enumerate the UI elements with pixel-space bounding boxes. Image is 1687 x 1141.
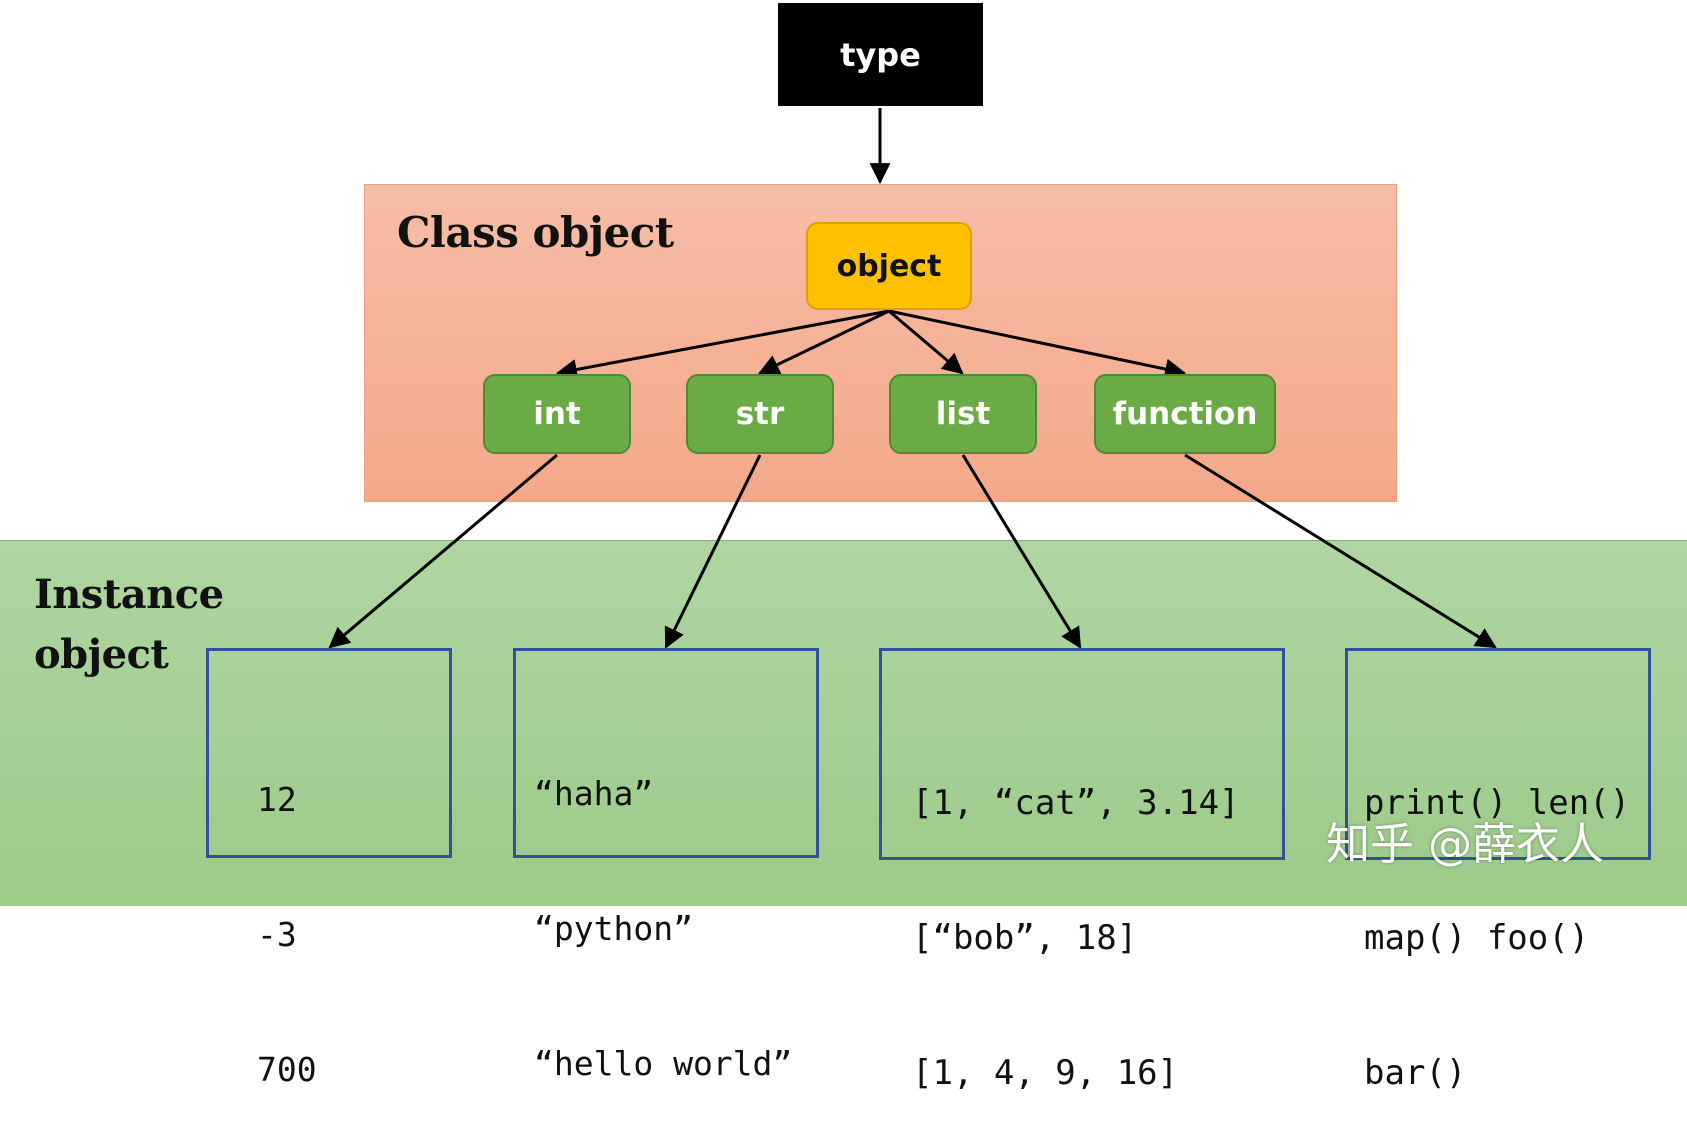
int-instances-box: 12 -3 700 [206,648,452,1089]
arrow-object-to-str [758,309,890,375]
instance-value: -3 [257,915,297,954]
class-object-label: Class object [397,208,674,257]
instance-value: map() foo() [1364,918,1590,958]
object-class-label: object [836,248,942,284]
arrow-str-to-instances [664,454,762,649]
instance-value: [1, 4, 9, 16] [912,1053,1179,1093]
function-class-node: function [1094,374,1276,454]
instance-label-line-2: object [34,631,169,678]
arrow-object-to-function [888,309,1187,380]
arrow-object-to-int [555,309,890,380]
instance-object-label: Instance object [34,565,274,685]
instance-value: bar() [1364,1053,1467,1093]
instance-object-region [0,540,1687,906]
str-instances-box: “haha” “python” “hello world” [513,648,819,1083]
list-class-label: list [935,396,991,432]
list-instances-box: [1, “cat”, 3.14] [“bob”, 18] [1, 4, 9, 1… [879,648,1285,1093]
arrow-function-to-instances [1184,453,1497,649]
instance-label-line-1: Instance [34,571,224,618]
int-class-label: int [533,396,581,432]
object-class-node: object [806,222,972,310]
arrow-object-to-list [888,309,964,375]
type-node: type [778,3,983,106]
arrow-int-to-instances [328,453,558,649]
str-class-node: str [686,374,834,454]
instance-value: “python” [534,909,693,948]
type-node-label: type [840,35,921,74]
instance-value: 12 [257,780,297,819]
instance-value: “hello world” [534,1044,793,1083]
int-class-node: int [483,374,631,454]
instance-value: “haha” [534,774,654,813]
function-class-label: function [1112,396,1258,432]
instance-value: 700 [257,1050,317,1089]
arrow-list-to-instances [961,454,1082,649]
list-class-node: list [889,374,1037,454]
instance-value: print() len() [1364,783,1631,823]
instance-value: [1, “cat”, 3.14] [912,783,1240,823]
watermark: 知乎 @薛衣人 [1326,819,1604,870]
instance-value: [“bob”, 18] [912,918,1138,958]
str-class-label: str [735,396,785,432]
connector-layer [328,108,1497,649]
